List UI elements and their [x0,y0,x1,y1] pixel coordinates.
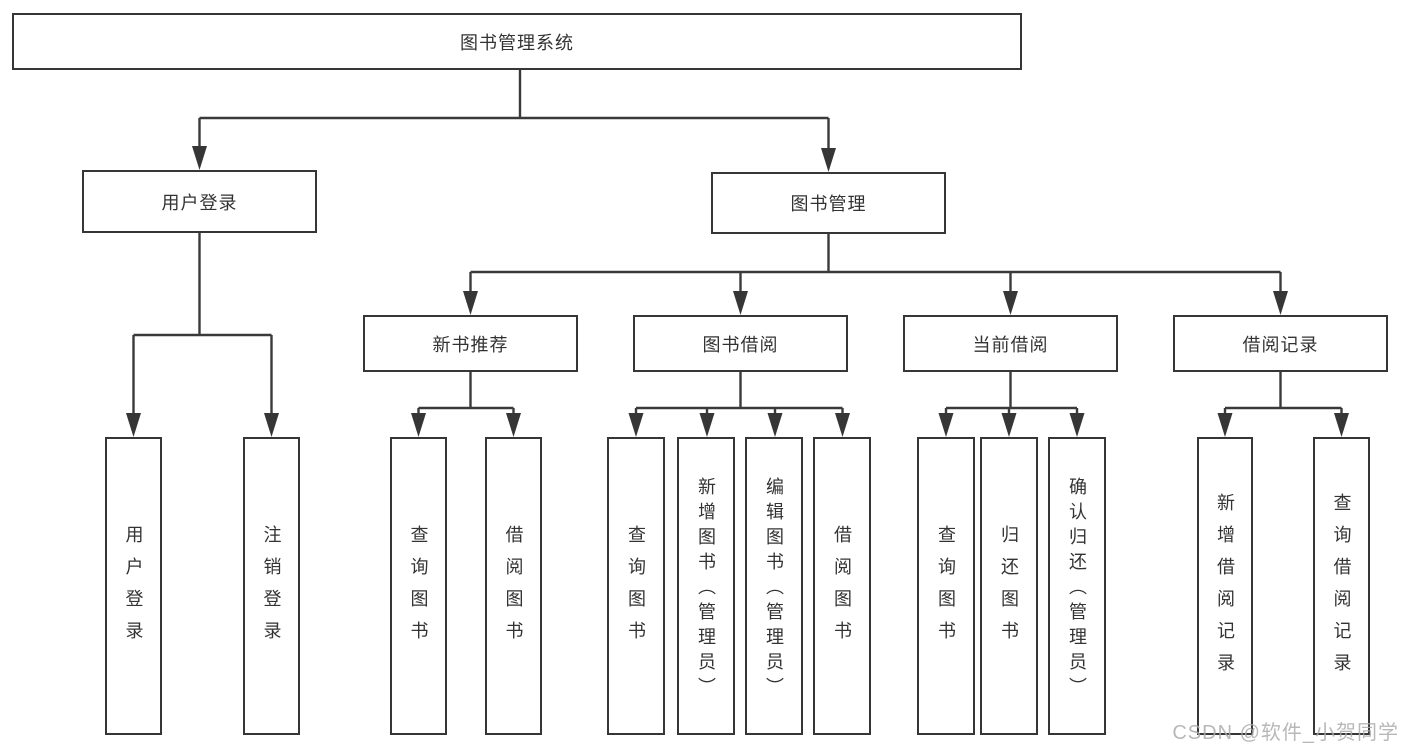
edge-current-to-leaves [938,372,1085,437]
edge-recommend-to-leaves [411,372,521,437]
node-book-borrow: 图书借阅 [633,315,848,372]
leaf-recommend-borrow-book: 借阅图书 [485,437,542,735]
node-library-management-system: 图书管理系统 [12,13,1022,70]
leaf-records-add-record: 新增借阅记录 [1197,437,1253,735]
leaf-borrow-borrow-book: 借阅图书 [813,437,871,735]
edge-borrow-to-leaves [628,372,850,437]
edge-records-to-leaves [1217,372,1349,437]
leaf-records-query-record: 查询借阅记录 [1313,437,1370,735]
leaf-borrow-add-book-admin: 新增图书（管理员） [677,437,735,735]
node-new-book-recommend: 新书推荐 [363,315,578,372]
node-borrow-records: 借阅记录 [1173,315,1388,372]
leaf-current-query-book: 查询图书 [917,437,975,735]
leaf-logout: 注销登录 [243,437,300,735]
leaf-user-login: 用户登录 [105,437,162,735]
edge-book-to-level3 [463,234,1288,315]
leaf-current-confirm-return-admin: 确认归还（管理员） [1048,437,1106,735]
node-book-management: 图书管理 [711,172,946,234]
csdn-watermark: CSDN @软件_小贺同学 [1172,722,1399,744]
edge-root-to-level2 [192,70,836,172]
leaf-borrow-edit-book-admin: 编辑图书（管理员） [745,437,803,735]
node-user-login: 用户登录 [82,170,317,233]
edge-user-to-leaves [126,233,279,437]
leaf-current-return-book: 归还图书 [980,437,1038,735]
leaf-recommend-query-book: 查询图书 [390,437,447,735]
node-current-borrow: 当前借阅 [903,315,1118,372]
leaf-borrow-query-book: 查询图书 [607,437,665,735]
